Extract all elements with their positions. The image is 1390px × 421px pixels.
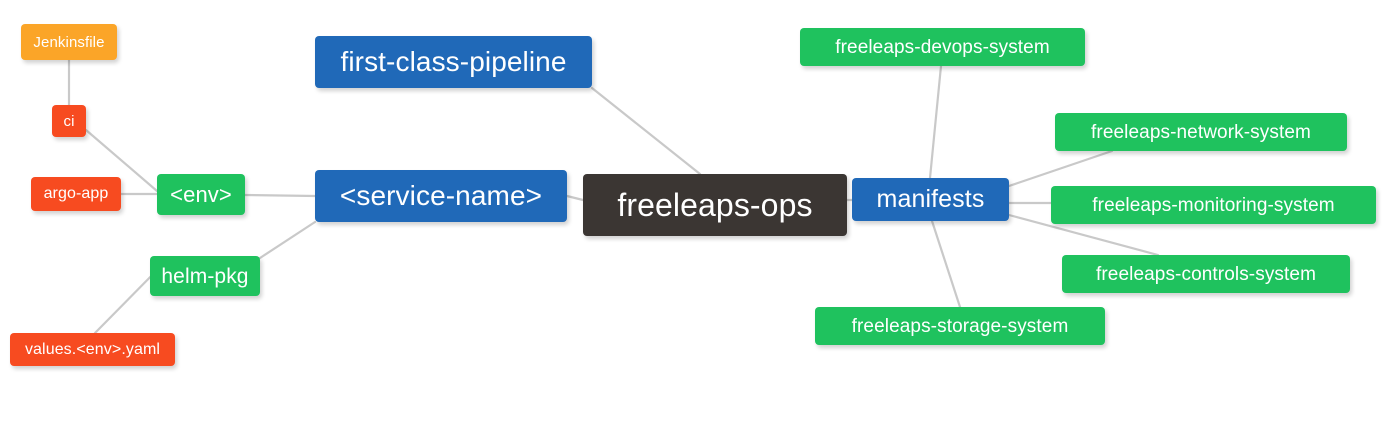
edge-env-to-service-name: [243, 193, 317, 198]
node-first-class[interactable]: first-class-pipeline: [315, 36, 592, 88]
node-root[interactable]: freeleaps-ops: [583, 174, 847, 236]
node-argo-app[interactable]: argo-app: [31, 177, 121, 211]
node-controls-system[interactable]: freeleaps-controls-system: [1062, 255, 1350, 293]
edge-service-name-to-root: [565, 194, 585, 202]
node-values-yaml[interactable]: values.<env>.yaml: [10, 333, 175, 366]
node-monitoring-system[interactable]: freeleaps-monitoring-system: [1051, 186, 1376, 224]
node-env[interactable]: <env>: [157, 174, 245, 215]
node-jenkinsfile[interactable]: Jenkinsfile: [21, 24, 117, 60]
node-network-system[interactable]: freeleaps-network-system: [1055, 113, 1347, 151]
edge-service-name-to-helm-pkg: [258, 220, 317, 260]
edge-manifests-to-network-system: [1007, 149, 1114, 188]
node-devops-system[interactable]: freeleaps-devops-system: [800, 28, 1085, 66]
edge-manifests-to-storage-system: [930, 219, 962, 309]
node-manifests[interactable]: manifests: [852, 178, 1009, 221]
node-storage-system[interactable]: freeleaps-storage-system: [815, 307, 1105, 345]
node-service-name[interactable]: <service-name>: [315, 170, 567, 222]
node-helm-pkg[interactable]: helm-pkg: [150, 256, 260, 296]
edge-first-class-to-root: [590, 86, 702, 176]
node-ci[interactable]: ci: [52, 105, 86, 137]
edge-manifests-to-devops-system: [928, 64, 943, 180]
